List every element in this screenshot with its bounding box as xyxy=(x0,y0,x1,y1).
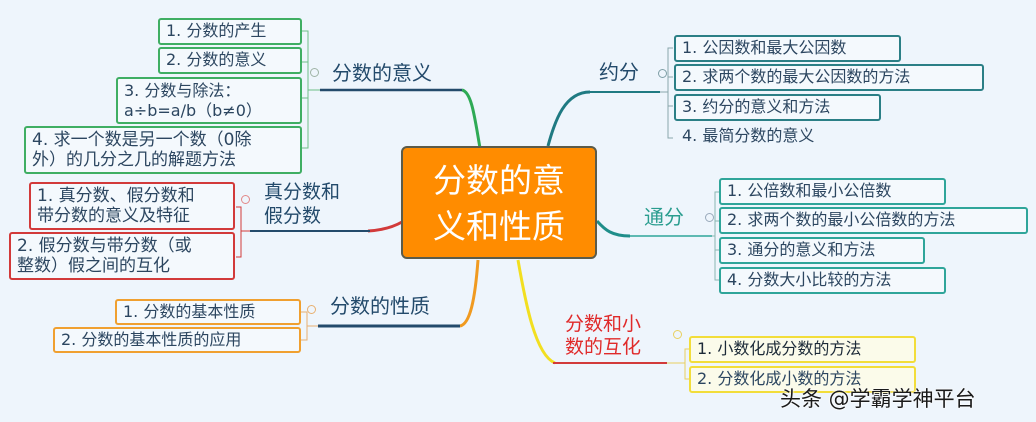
topic-fraction-meaning[interactable]: 分数的意义 xyxy=(332,61,432,85)
subtopic-proper-1[interactable]: 1. 真分数、假分数和 带分数的意义及特征 xyxy=(29,182,235,230)
collapse-toggle-icon[interactable] xyxy=(658,69,667,78)
subtopic-common-2[interactable]: 2. 求两个数的最小公倍数的方法 xyxy=(719,207,1028,234)
collapse-toggle-icon[interactable] xyxy=(673,330,682,339)
topic-proper-improper[interactable]: 真分数和 假分数 xyxy=(264,180,340,228)
subtopic-property-1[interactable]: 1. 分数的基本性质 xyxy=(115,299,301,325)
subtopic-meaning-4-line1: 4. 求一个数是另一个数（0除 xyxy=(32,130,252,150)
central-topic[interactable]: 分数的意 义和性质 xyxy=(401,146,597,259)
subtopic-proper-2-line2: 整数）假之间的互化 xyxy=(17,256,170,276)
topic-fraction-property[interactable]: 分数的性质 xyxy=(330,294,430,318)
central-topic-line2: 义和性质 xyxy=(433,207,565,246)
topic-reduce-fraction[interactable]: 约分 xyxy=(599,60,639,84)
subtopic-common-4[interactable]: 4. 分数大小比较的方法 xyxy=(719,267,946,294)
subtopic-common-3[interactable]: 3. 通分的意义和方法 xyxy=(719,237,925,264)
subtopic-common-1[interactable]: 1. 公倍数和最小公倍数 xyxy=(719,178,946,205)
topic-proper-improper-line2: 假分数 xyxy=(264,205,322,227)
subtopic-meaning-3[interactable]: 3. 分数与除法： a÷b=a/b（b≠0） xyxy=(116,77,302,124)
topic-common-denominator[interactable]: 通分 xyxy=(644,205,684,229)
collapse-toggle-icon[interactable] xyxy=(310,68,319,77)
subtopic-proper-1-line1: 1. 真分数、假分数和 xyxy=(37,186,195,206)
collapse-toggle-icon[interactable] xyxy=(241,195,250,204)
subtopic-meaning-4-line2: 外）的几分之几的解题方法 xyxy=(32,150,236,170)
subtopic-reduce-2[interactable]: 2. 求两个数的最大公因数的方法 xyxy=(674,64,984,91)
subtopic-convert-1[interactable]: 1. 小数化成分数的方法 xyxy=(689,336,916,363)
collapse-toggle-icon[interactable] xyxy=(307,305,316,314)
subtopic-proper-1-line2: 带分数的意义及特征 xyxy=(37,206,190,226)
topic-proper-improper-line1: 真分数和 xyxy=(264,181,341,203)
collapse-toggle-icon[interactable] xyxy=(705,213,714,222)
subtopic-reduce-1[interactable]: 1. 公因数和最大公因数 xyxy=(674,35,901,62)
watermark: 头条 @学霸学神平台 xyxy=(780,387,976,411)
subtopic-meaning-3-line1: 3. 分数与除法： xyxy=(124,81,241,100)
subtopic-meaning-2[interactable]: 2. 分数的意义 xyxy=(158,47,302,74)
subtopic-property-2[interactable]: 2. 分数的基本性质的应用 xyxy=(53,327,301,353)
subtopic-reduce-4[interactable]: 4. 最简分数的意义 xyxy=(682,126,815,145)
topic-fraction-decimal-conversion[interactable]: 分数和小 数的互化 xyxy=(565,313,641,359)
subtopic-meaning-3-line2: a÷b=a/b（b≠0） xyxy=(124,101,262,120)
topic-fraction-decimal-line2: 数的互化 xyxy=(565,336,642,358)
subtopic-convert-2[interactable]: 2. 分数化成小数的方法 xyxy=(689,366,916,393)
subtopic-reduce-3[interactable]: 3. 约分的意义和方法 xyxy=(674,94,881,121)
topic-fraction-decimal-line1: 分数和小 xyxy=(565,313,642,335)
subtopic-meaning-4[interactable]: 4. 求一个数是另一个数（0除 外）的几分之几的解题方法 xyxy=(24,126,302,174)
subtopic-proper-2[interactable]: 2. 假分数与带分数（或 整数）假之间的互化 xyxy=(9,232,235,280)
subtopic-proper-2-line1: 2. 假分数与带分数（或 xyxy=(17,236,192,256)
subtopic-meaning-1[interactable]: 1. 分数的产生 xyxy=(158,18,302,45)
central-topic-line1: 分数的意 xyxy=(433,161,565,200)
